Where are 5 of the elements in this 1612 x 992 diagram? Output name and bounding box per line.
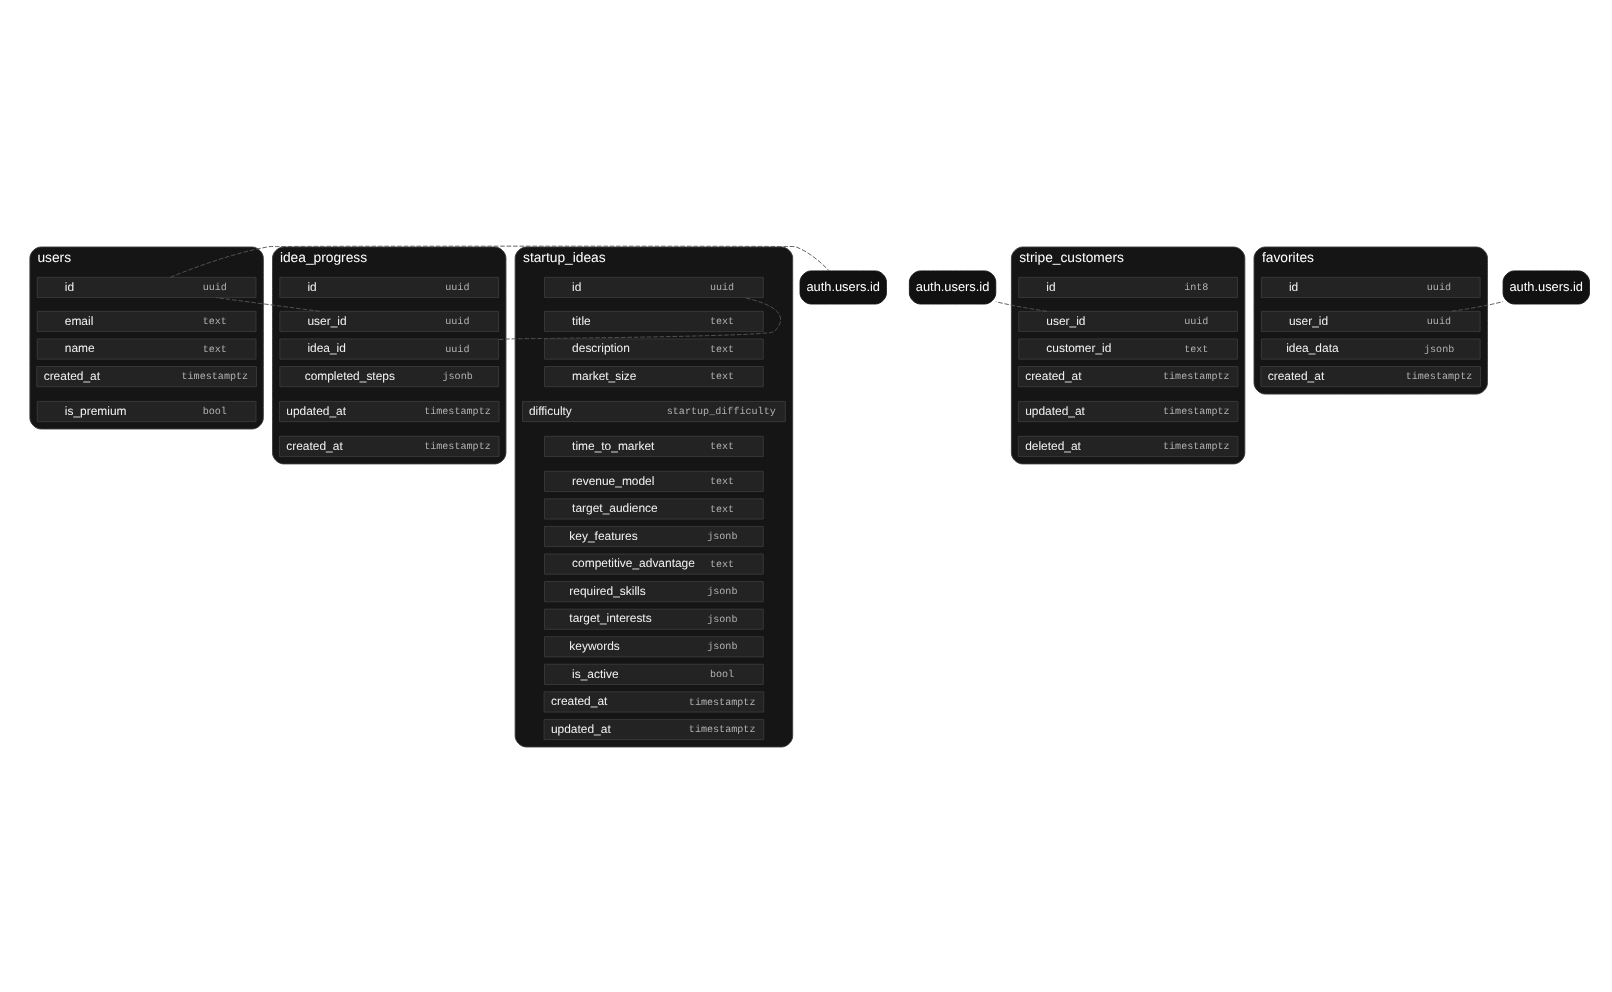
connector	[995, 300, 1048, 311]
connector	[498, 296, 782, 339]
connector	[1451, 300, 1504, 311]
connector	[215, 296, 321, 311]
connector	[170, 244, 830, 277]
